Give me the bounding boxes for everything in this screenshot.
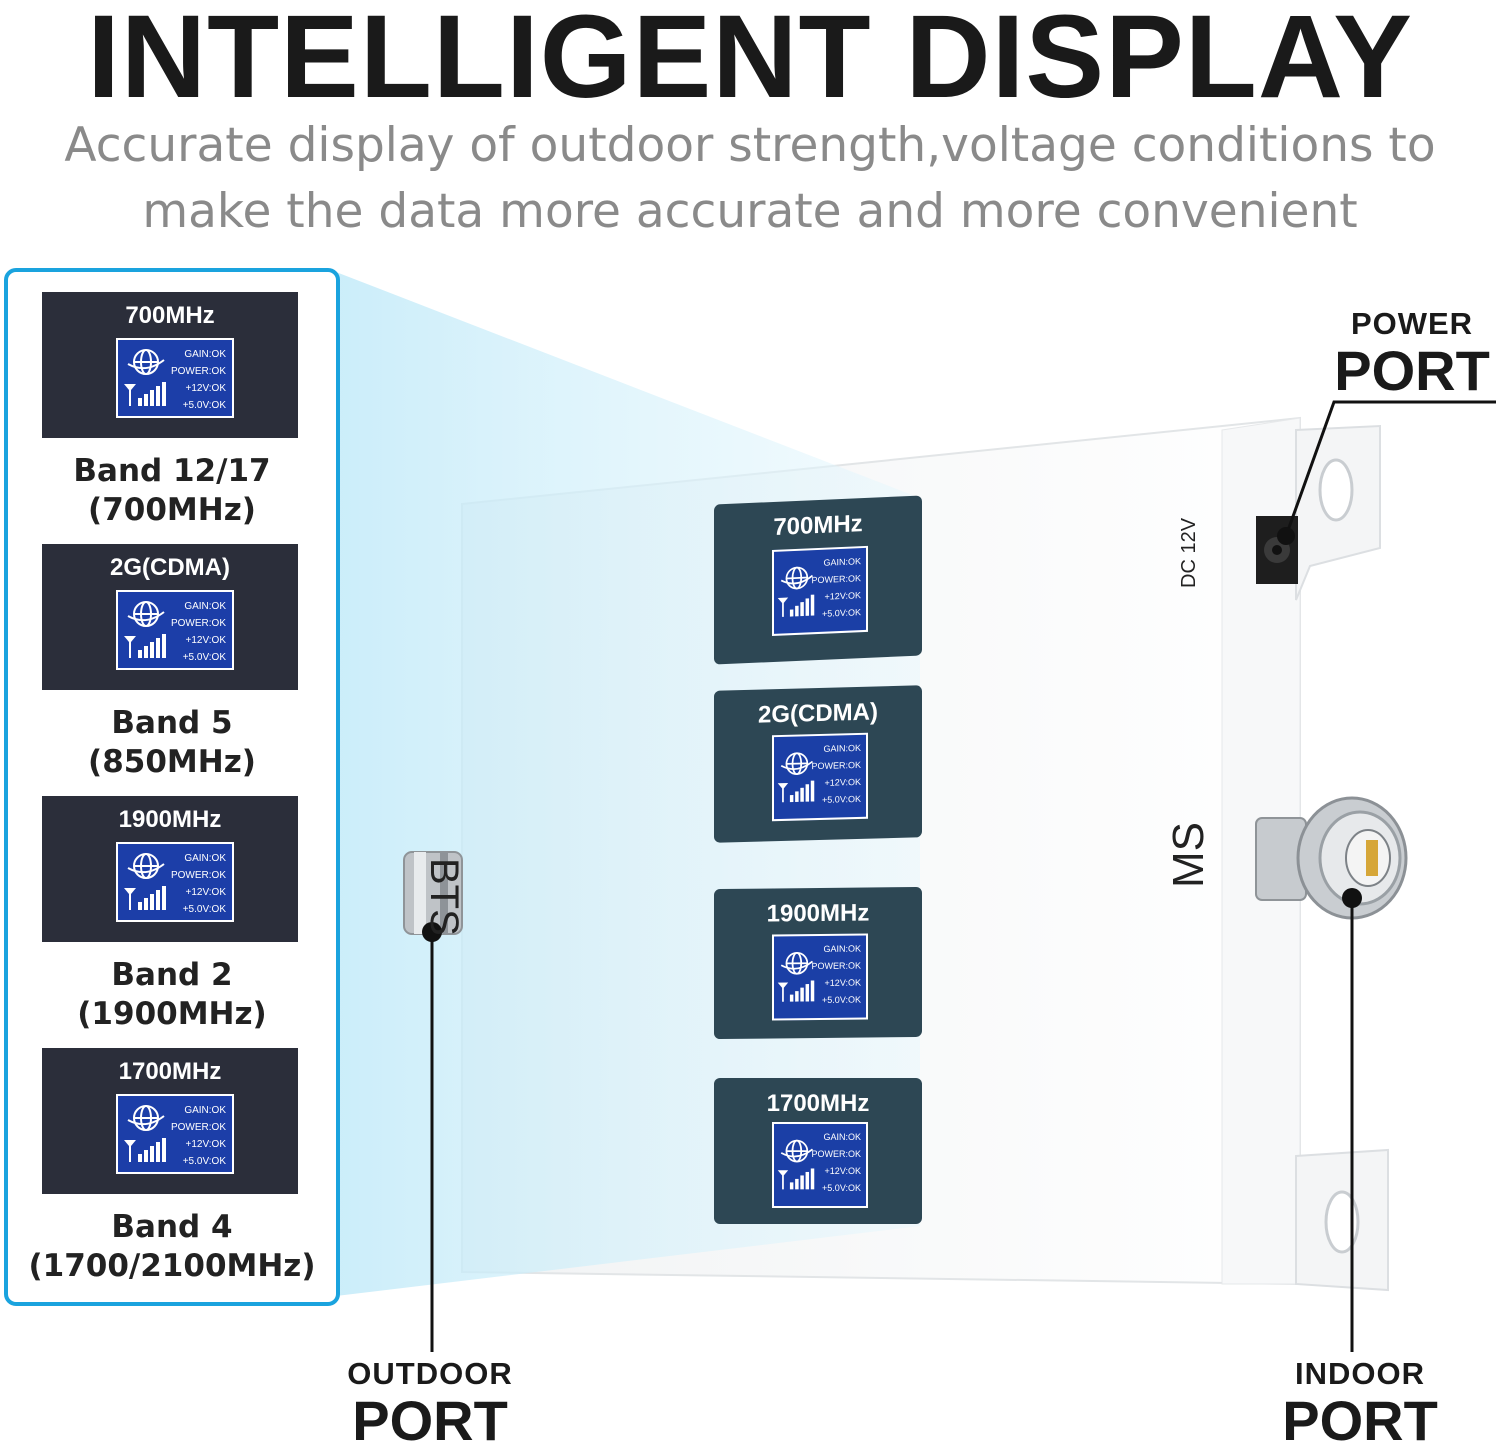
band-name-line1: Band 4	[8, 1208, 336, 1247]
device-card-freq: 2G(CDMA)	[714, 697, 922, 730]
lcd-power-status: POWER:OK	[171, 363, 226, 380]
band-card-freq: 700MHz	[42, 302, 298, 330]
globe-signal-icon	[776, 742, 816, 813]
band-name-line2: (1900MHz)	[8, 995, 336, 1034]
lcd-status-lines: GAIN:OK POWER:OK +12V:OK +5.0V:OK	[171, 598, 226, 666]
page-title: INTELLIGENT DISPLAY	[0, 0, 1500, 122]
lcd-5v-status: +5.0V:OK	[811, 1180, 861, 1197]
lcd-5v-status: +5.0V:OK	[171, 649, 226, 666]
lcd-12v-status: +12V:OK	[811, 975, 861, 993]
globe-signal-icon	[122, 1100, 168, 1168]
device-card-freq: 1700MHz	[714, 1090, 922, 1118]
band-card-1900: 1900MHz GAIN:OK POWER:OK +12V:OK +5.0V:O…	[42, 796, 298, 942]
lcd-gain-status: GAIN:OK	[811, 1129, 861, 1146]
indoor-port-marker	[1342, 888, 1362, 908]
lcd-12v-status: +12V:OK	[171, 884, 226, 901]
band-name-line2: (1700/2100MHz)	[8, 1247, 336, 1286]
subtitle-line-2: make the data more accurate and more con…	[0, 182, 1500, 242]
lcd-gain-status: GAIN:OK	[171, 1102, 226, 1119]
lcd-12v-status: +12V:OK	[171, 1136, 226, 1153]
globe-signal-icon	[122, 596, 168, 664]
lcd-screen: GAIN:OK POWER:OK +12V:OK +5.0V:OK	[772, 933, 868, 1020]
lcd-screen: GAIN:OK POWER:OK +12V:OK +5.0V:OK	[772, 546, 868, 636]
lcd-power-status: POWER:OK	[811, 958, 861, 976]
lcd-gain-status: GAIN:OK	[811, 740, 861, 758]
band-name-line1: Band 5	[8, 704, 336, 743]
band-name-line1: Band 2	[8, 956, 336, 995]
lcd-5v-status: +5.0V:OK	[171, 397, 226, 414]
lcd-status-lines: GAIN:OK POWER:OK +12V:OK +5.0V:OK	[171, 346, 226, 414]
lcd-screen: GAIN:OK POWER:OK +12V:OK +5.0V:OK	[116, 842, 234, 922]
device-card-1700: 1700MHz GAIN:OK POWER:OK +12V:OK +5.0V:O…	[714, 1078, 922, 1224]
lcd-12v-status: +12V:OK	[811, 1163, 861, 1180]
globe-signal-icon	[776, 1130, 816, 1200]
band-name-line2: (850MHz)	[8, 743, 336, 782]
lcd-5v-status: +5.0V:OK	[811, 791, 861, 809]
ms-label: MS	[1164, 822, 1214, 888]
power-port-label-small: POWER	[1332, 306, 1492, 342]
lcd-screen: GAIN:OK POWER:OK +12V:OK +5.0V:OK	[772, 733, 868, 822]
lcd-gain-status: GAIN:OK	[171, 598, 226, 615]
dc-12v-label: DC 12V	[1178, 518, 1201, 588]
globe-signal-icon	[776, 556, 816, 628]
lcd-status-lines: GAIN:OK POWER:OK +12V:OK +5.0V:OK	[811, 1129, 861, 1197]
power-port-marker	[1277, 527, 1295, 545]
power-port-label-big: PORT	[1322, 338, 1500, 403]
indoor-port-label-small: INDOOR	[1270, 1356, 1450, 1392]
lcd-screen: GAIN:OK POWER:OK +12V:OK +5.0V:OK	[116, 590, 234, 670]
lcd-power-status: POWER:OK	[171, 615, 226, 632]
lcd-status-lines: GAIN:OK POWER:OK +12V:OK +5.0V:OK	[171, 850, 226, 918]
band-name-line2: (700MHz)	[8, 491, 336, 530]
lcd-gain-status: GAIN:OK	[811, 941, 861, 959]
device-card-freq: 700MHz	[714, 507, 922, 544]
lcd-power-status: POWER:OK	[811, 1146, 861, 1163]
lcd-12v-status: +12V:OK	[811, 774, 861, 792]
band-card-freq: 1700MHz	[42, 1058, 298, 1086]
lcd-screen: GAIN:OK POWER:OK +12V:OK +5.0V:OK	[116, 338, 234, 418]
subtitle-line-1: Accurate display of outdoor strength,vol…	[0, 116, 1500, 176]
lcd-gain-status: GAIN:OK	[171, 346, 226, 363]
lcd-status-lines: GAIN:OK POWER:OK +12V:OK +5.0V:OK	[171, 1102, 226, 1170]
lcd-status-lines: GAIN:OK POWER:OK +12V:OK +5.0V:OK	[811, 553, 861, 623]
lcd-12v-status: +12V:OK	[171, 632, 226, 649]
band-card-2g: 2G(CDMA) GAIN:OK POWER:OK +12V:OK +5.0V:…	[42, 544, 298, 690]
band-card-freq: 2G(CDMA)	[42, 554, 298, 582]
globe-signal-icon	[776, 942, 816, 1012]
lcd-5v-status: +5.0V:OK	[811, 604, 861, 623]
lcd-power-status: POWER:OK	[811, 757, 861, 775]
lcd-power-status: POWER:OK	[171, 867, 226, 884]
lcd-5v-status: +5.0V:OK	[171, 1153, 226, 1170]
lcd-5v-status: +5.0V:OK	[171, 901, 226, 918]
band-name-line1: Band 12/17	[8, 452, 336, 491]
lcd-status-lines: GAIN:OK POWER:OK +12V:OK +5.0V:OK	[811, 740, 861, 809]
indoor-port-label-big: PORT	[1270, 1388, 1450, 1453]
lcd-screen: GAIN:OK POWER:OK +12V:OK +5.0V:OK	[116, 1094, 234, 1174]
device-card-1900: 1900MHz GAIN:OK POWER:OK +12V:OK +5.0V:O…	[714, 887, 922, 1039]
band-card-freq: 1900MHz	[42, 806, 298, 834]
lcd-screen: GAIN:OK POWER:OK +12V:OK +5.0V:OK	[772, 1122, 868, 1208]
device-card-2g: 2G(CDMA) GAIN:OK POWER:OK +12V:OK +5.0V:…	[714, 685, 922, 842]
globe-signal-icon	[122, 344, 168, 412]
outdoor-port-label-big: PORT	[340, 1388, 520, 1453]
band-card-1700: 1700MHz GAIN:OK POWER:OK +12V:OK +5.0V:O…	[42, 1048, 298, 1194]
lcd-gain-status: GAIN:OK	[171, 850, 226, 867]
outdoor-port-label-small: OUTDOOR	[340, 1356, 520, 1392]
globe-signal-icon	[122, 848, 168, 916]
lcd-12v-status: +12V:OK	[171, 380, 226, 397]
band-card-700: 700MHz GAIN:OK POWER:OK +12V:OK +5.0V:OK	[42, 292, 298, 438]
bts-label: BTS	[421, 858, 466, 936]
lcd-status-lines: GAIN:OK POWER:OK +12V:OK +5.0V:OK	[811, 941, 861, 1010]
device-card-700: 700MHz GAIN:OK POWER:OK +12V:OK +5.0V:OK	[714, 495, 922, 664]
lcd-power-status: POWER:OK	[171, 1119, 226, 1136]
lcd-5v-status: +5.0V:OK	[811, 992, 861, 1010]
device-card-freq: 1900MHz	[714, 899, 922, 929]
dc-power-jack	[1256, 516, 1298, 584]
band-panel: 700MHz GAIN:OK POWER:OK +12V:OK +5.0V:OK…	[4, 268, 340, 1306]
